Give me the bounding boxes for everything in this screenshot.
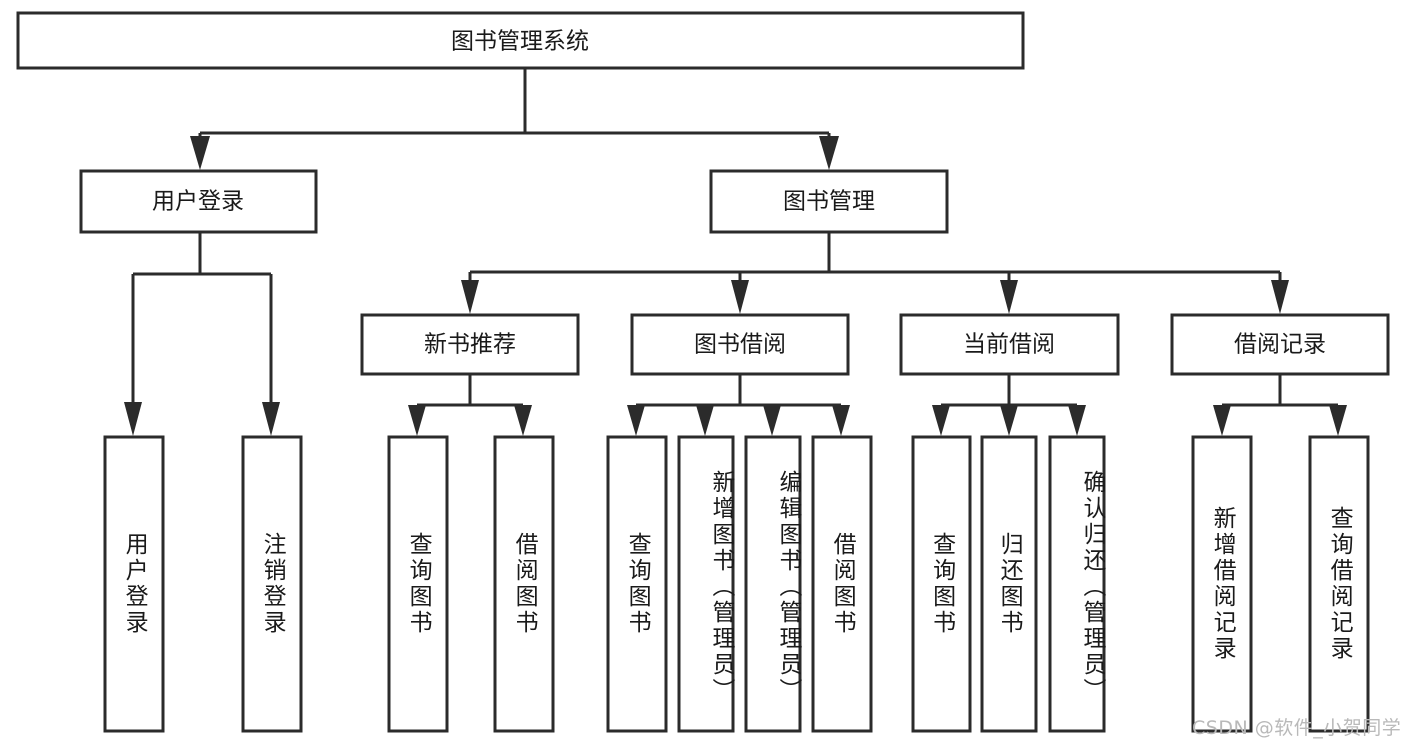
node-book-borrow-label: 图书借阅 [694, 332, 786, 358]
arrow-head-current-borrow [1000, 280, 1018, 314]
node-leaf-user-login-box[interactable] [103, 435, 165, 733]
arrow-head-user-login [190, 136, 210, 170]
node-book-manage-box[interactable] [709, 169, 949, 234]
node-book-manage[interactable]: 图书管理 [709, 169, 949, 234]
node-book-borrow-box[interactable] [630, 313, 850, 376]
arrow-head-leaf-add-book [696, 405, 714, 436]
node-new-book-rec[interactable]: 新书推荐 [360, 313, 580, 376]
node-book-borrow[interactable]: 图书借阅 [630, 313, 850, 376]
arrow-head-leaf-borrow-book-2 [832, 405, 850, 436]
node-borrow-record-label: 借阅记录 [1234, 332, 1326, 358]
node-leaf-borrow-book-2-box[interactable] [811, 435, 873, 733]
node-root-label: 图书管理系统 [451, 29, 589, 55]
node-leaf-edit-book-box[interactable] [744, 435, 802, 733]
node-current-borrow[interactable]: 当前借阅 [899, 313, 1120, 376]
arrow-head-leaf-return-book [1000, 405, 1018, 436]
connector-group-user-login [124, 232, 280, 436]
arrow-head-leaf-query-book-2 [627, 405, 645, 436]
node-book-manage-label: 图书管理 [783, 189, 875, 215]
node-leaf-confirm-return-box[interactable] [1048, 435, 1106, 733]
node-user-login-box[interactable] [79, 169, 318, 234]
watermark-text: CSDN @软件_小贺同学 [1192, 717, 1402, 739]
connector-group-root [190, 68, 839, 170]
node-root-box[interactable] [16, 11, 1025, 70]
arrow-head-leaf-edit-book [763, 405, 781, 436]
arrow-head-book-borrow [731, 280, 749, 314]
arrow-head-book-manage [819, 136, 839, 170]
node-new-book-rec-label: 新书推荐 [424, 332, 516, 358]
node-root[interactable]: 图书管理系统 [16, 11, 1025, 70]
node-user-login[interactable]: 用户登录 [79, 169, 318, 234]
node-leaf-add-record-box[interactable] [1191, 435, 1253, 733]
node-leaf-query-book-2-box[interactable] [606, 435, 668, 733]
node-current-borrow-box[interactable] [899, 313, 1120, 376]
node-current-borrow-label: 当前借阅 [963, 332, 1055, 358]
arrow-head-leaf-borrow-book-1 [514, 405, 532, 436]
arrow-head-leaf-add-record [1213, 405, 1231, 436]
connector-group-book-borrow [627, 374, 850, 436]
arrow-head-leaf-query-book-1 [408, 405, 426, 436]
node-leaf-add-book-box[interactable] [677, 435, 735, 733]
connector-group-borrow-record [1213, 374, 1347, 436]
arrow-head-new-book-rec [461, 280, 479, 314]
node-borrow-record-box[interactable] [1170, 313, 1390, 376]
connector-group-new-book-rec [408, 374, 532, 436]
node-leaf-borrow-book-1-box[interactable] [493, 435, 555, 733]
node-leaf-query-book-1-box[interactable] [387, 435, 449, 733]
arrow-head-leaf-user-login [124, 402, 142, 436]
node-borrow-record[interactable]: 借阅记录 [1170, 313, 1390, 376]
connector-group-current-borrow [932, 374, 1086, 436]
node-leaf-query-book-3-box[interactable] [911, 435, 972, 733]
arrow-head-leaf-query-book-3 [932, 405, 950, 436]
arrow-head-leaf-logout [262, 402, 280, 436]
node-leaf-query-record-box[interactable] [1308, 435, 1370, 733]
arrow-head-borrow-record [1271, 280, 1289, 314]
arrow-head-leaf-query-record [1329, 405, 1347, 436]
node-user-login-label: 用户登录 [152, 189, 244, 215]
connector-group-book-manage [461, 232, 1289, 314]
node-new-book-rec-box[interactable] [360, 313, 580, 376]
node-leaf-return-book-box[interactable] [980, 435, 1038, 733]
arrow-head-leaf-confirm-return [1068, 405, 1086, 436]
node-leaf-logout-box[interactable] [241, 435, 303, 733]
